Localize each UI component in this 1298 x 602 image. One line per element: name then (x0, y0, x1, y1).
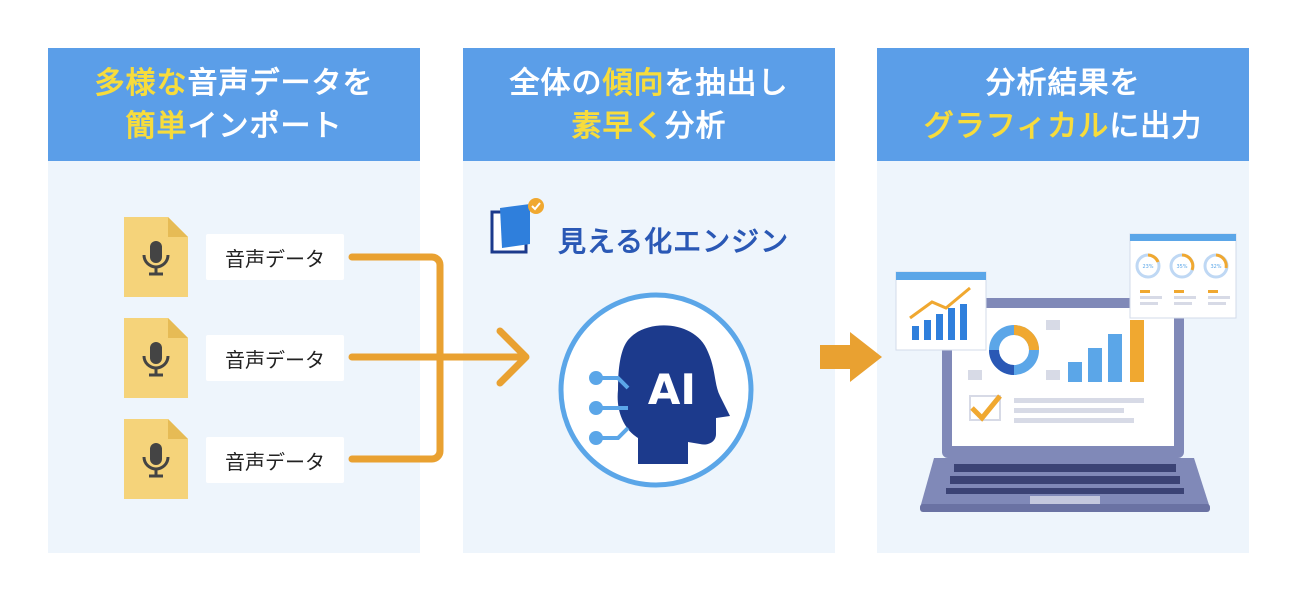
output-header-line2: グラフィカルに出力 (923, 108, 1203, 144)
audio-data-label: 音声データ (206, 335, 344, 381)
brand-name: 見える化エンジン (558, 225, 790, 258)
donut-pct-1: 23% (1142, 264, 1153, 270)
analysis-header-line2: 素早く分析 (571, 108, 727, 144)
import-header-line1: 多様な音声データを (94, 65, 374, 101)
analysis-header-line1: 全体の傾向を抽出し (509, 65, 789, 101)
donut-pct-3: 32% (1210, 264, 1221, 270)
output-panel-header: 分析結果を グラフィカルに出力 (877, 48, 1249, 161)
analysis-panel-header: 全体の傾向を抽出し 素早く分析 (463, 48, 835, 161)
visualization-engine-logo-icon (490, 198, 544, 254)
audio-data-label: 音声データ (206, 234, 344, 280)
audio-file-icon (124, 419, 188, 499)
donut-pct-2: 35% (1176, 264, 1187, 270)
ai-head-icon: AI (558, 292, 754, 488)
audio-data-label: 音声データ (206, 437, 344, 483)
audio-file-icon (124, 217, 188, 297)
import-header-line2: 簡単インポート (125, 108, 343, 144)
ai-label: AI (648, 365, 696, 414)
import-panel: 多様な音声データを 簡単インポート (48, 48, 420, 553)
import-panel-header: 多様な音声データを 簡単インポート (48, 48, 420, 161)
laptop-dashboard-illustration: 23% 35% 32% (895, 233, 1237, 512)
arrow-right-icon (820, 332, 882, 382)
audio-file-icon (124, 318, 188, 398)
output-header-line1: 分析結果を (985, 65, 1141, 101)
